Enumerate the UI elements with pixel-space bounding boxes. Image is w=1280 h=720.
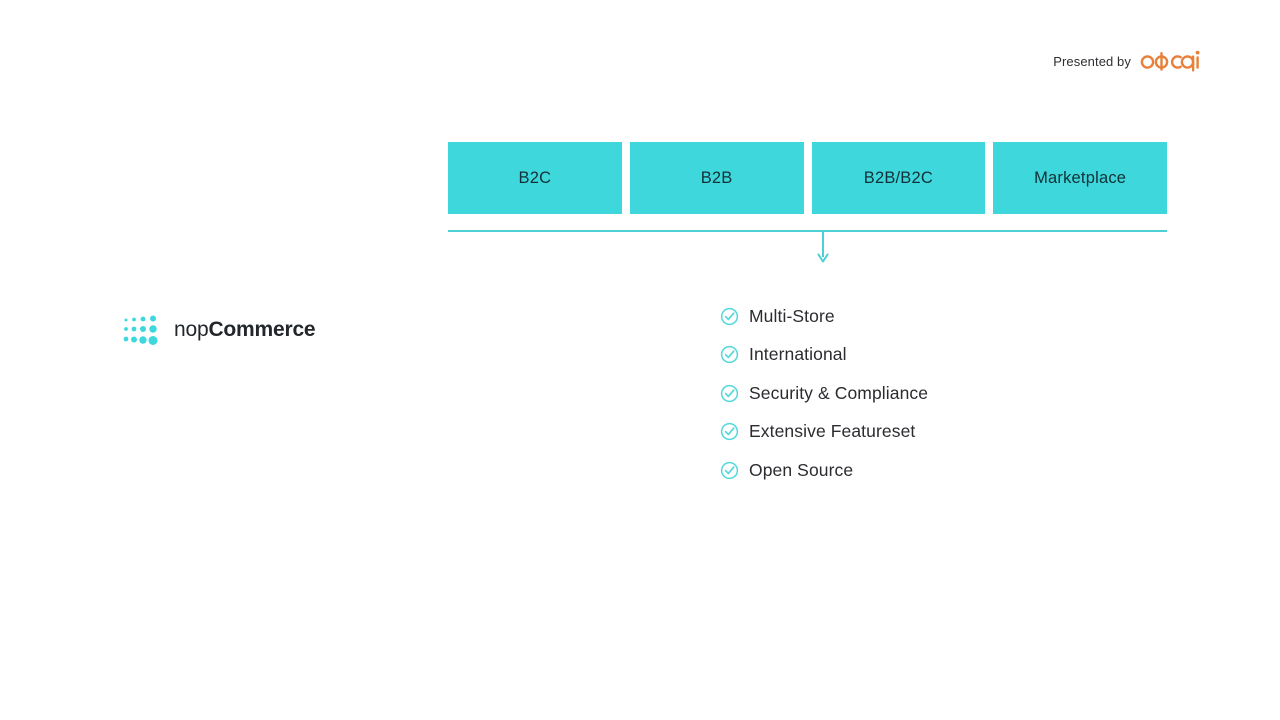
segment-b2c[interactable]: B2C	[448, 142, 622, 214]
nopcommerce-word-bold: Commerce	[208, 318, 316, 341]
list-item: Multi-Store	[720, 304, 928, 328]
nopcommerce-logo: nopCommerce	[122, 314, 316, 346]
check-circle-icon	[720, 422, 739, 441]
presented-by-label: Presented by	[1053, 53, 1131, 69]
feature-label: Multi-Store	[749, 305, 835, 326]
feature-list: Multi-Store International Security & Com…	[720, 304, 928, 482]
list-item: Open Source	[720, 458, 928, 482]
check-circle-icon	[720, 384, 739, 402]
list-item: Security & Compliance	[720, 381, 928, 405]
nopcommerce-wordmark: nopCommerce	[174, 318, 316, 342]
check-circle-icon	[720, 307, 739, 325]
segment-b2b[interactable]: B2B	[629, 142, 804, 214]
segment-label: B2C	[518, 168, 552, 187]
nopcommerce-dot-grid-icon	[123, 315, 158, 345]
feature-label: Extensive Featureset	[749, 421, 916, 441]
check-circle-icon	[720, 345, 739, 364]
segment-label: Marketplace	[1034, 168, 1127, 187]
segment-label: B2B/B2C	[863, 168, 934, 187]
feature-label: Security & Compliance	[749, 382, 929, 403]
check-circle-icon	[720, 461, 739, 479]
feature-label: Open Source	[749, 459, 854, 480]
down-arrow-icon	[817, 230, 829, 263]
segment-label: B2B	[700, 168, 733, 187]
odeqi-logo	[1140, 50, 1200, 72]
nopcommerce-word-light: nop	[174, 318, 209, 341]
list-item: International	[720, 343, 928, 367]
list-item: Extensive Featureset	[720, 420, 928, 444]
connector-rail	[448, 230, 1167, 232]
segment-b2b-b2c[interactable]: B2B/B2C	[811, 142, 986, 214]
segment-marketplace[interactable]: Marketplace	[993, 142, 1167, 214]
feature-label: International	[749, 344, 847, 364]
presented-by: Presented by	[1053, 50, 1200, 72]
segment-boxes: B2C B2B B2B/B2C Marketplace	[448, 142, 1167, 214]
